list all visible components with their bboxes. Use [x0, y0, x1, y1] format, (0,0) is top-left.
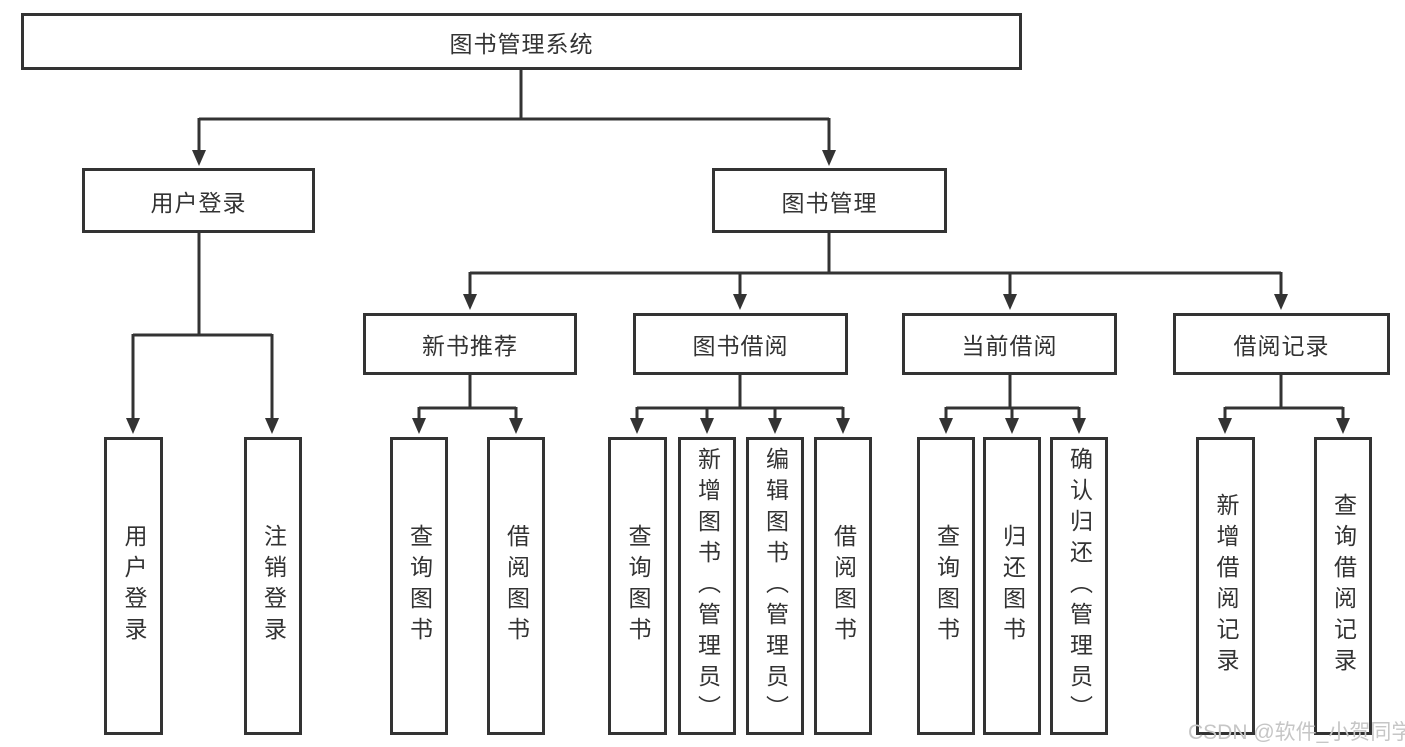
- node-book-borrowing-label: 图书借阅: [692, 333, 789, 359]
- node-add-book-admin-label: 新增图书（管理员）: [694, 446, 721, 726]
- node-library-system: 图书管理系统: [21, 13, 1022, 70]
- node-query-borrow-record-label: 查询借阅记录: [1330, 493, 1357, 679]
- node-edit-book-admin-label: 编辑图书（管理员）: [762, 446, 789, 726]
- node-library-system-label: 图书管理系统: [449, 30, 594, 57]
- node-new-book-recommendation-label: 新书推荐: [422, 333, 518, 359]
- node-query-books-borrowing-label: 查询图书: [625, 524, 651, 648]
- node-user-login-leaf-label: 用户登录: [121, 524, 147, 648]
- watermark: CSDN @软件_小贺同学: [1188, 721, 1405, 744]
- node-logout-leaf-label: 注销登录: [260, 524, 287, 648]
- node-book-management-label: 图书管理: [781, 189, 878, 216]
- node-confirm-return-admin: 确认归还（管理员）: [1050, 437, 1108, 735]
- node-user-login: 用户登录: [82, 168, 315, 233]
- node-borrow-books-recommend-label: 借阅图书: [503, 524, 530, 648]
- node-book-borrowing: 图书借阅: [633, 313, 848, 375]
- node-return-book-label: 归还图书: [999, 524, 1026, 648]
- node-user-login-label: 用户登录: [150, 189, 247, 216]
- node-query-books-current: 查询图书: [917, 437, 975, 735]
- node-book-management: 图书管理: [712, 168, 947, 233]
- node-query-books-recommend: 查询图书: [390, 437, 448, 735]
- node-return-book: 归还图书: [983, 437, 1041, 735]
- node-user-login-leaf: 用户登录: [104, 437, 163, 735]
- node-query-books-borrowing: 查询图书: [608, 437, 667, 735]
- node-current-borrowing: 当前借阅: [902, 313, 1117, 375]
- node-borrow-books-leaf: 借阅图书: [814, 437, 872, 735]
- node-edit-book-admin: 编辑图书（管理员）: [746, 437, 804, 735]
- node-add-borrow-record-label: 新增借阅记录: [1213, 493, 1239, 679]
- node-borrow-books-recommend: 借阅图书: [487, 437, 545, 735]
- node-query-books-current-label: 查询图书: [933, 524, 960, 648]
- node-borrowing-records: 借阅记录: [1173, 313, 1390, 375]
- node-query-books-recommend-label: 查询图书: [406, 524, 433, 648]
- node-current-borrowing-label: 当前借阅: [961, 333, 1058, 359]
- node-add-borrow-record: 新增借阅记录: [1196, 437, 1255, 735]
- node-new-book-recommendation: 新书推荐: [363, 313, 577, 375]
- node-confirm-return-admin-label: 确认归还（管理员）: [1066, 446, 1093, 726]
- node-query-borrow-record: 查询借阅记录: [1314, 437, 1372, 735]
- node-borrow-books-leaf-label: 借阅图书: [830, 524, 857, 648]
- node-add-book-admin: 新增图书（管理员）: [678, 437, 736, 735]
- node-logout-leaf: 注销登录: [244, 437, 302, 735]
- node-borrowing-records-label: 借阅记录: [1233, 333, 1330, 359]
